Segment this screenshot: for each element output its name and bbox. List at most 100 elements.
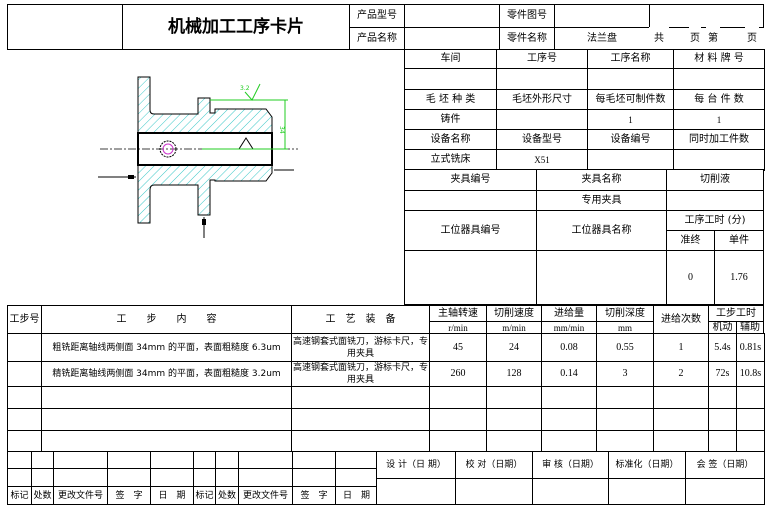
step-speed-cell[interactable] <box>486 408 542 431</box>
approval-signature-field[interactable] <box>685 478 765 505</box>
logo-cell[interactable] <box>7 4 123 50</box>
revision-cell[interactable] <box>238 468 293 487</box>
approval-signature-field[interactable] <box>455 478 533 505</box>
step-depth-cell[interactable]: 0.55 <box>596 333 654 362</box>
step-content-cell[interactable]: 粗铣距离轴线两侧面 34mm 的平面，表面粗糙度 6.3um <box>41 333 292 362</box>
step-passes-cell[interactable] <box>653 408 709 431</box>
step-spindle-cell[interactable]: 45 <box>429 333 487 362</box>
step-no-cell[interactable] <box>7 408 42 431</box>
step-spindle-cell[interactable] <box>429 408 487 431</box>
step-machine-cell[interactable] <box>708 408 737 431</box>
step-passes-cell[interactable] <box>653 430 709 453</box>
revision-cell[interactable] <box>31 468 54 487</box>
step-feed-cell[interactable] <box>541 386 597 409</box>
step-aux-cell[interactable] <box>736 386 765 409</box>
revision-cell[interactable] <box>53 468 108 487</box>
step-content-cell[interactable] <box>41 430 292 453</box>
step-aux-cell[interactable] <box>736 430 765 453</box>
step-machine-cell[interactable] <box>708 430 737 453</box>
revision-cell[interactable] <box>335 451 378 469</box>
material-value[interactable] <box>673 68 765 90</box>
step-passes-cell[interactable]: 1 <box>653 333 709 362</box>
step-speed-cell[interactable]: 128 <box>486 361 542 387</box>
coolant-value[interactable] <box>666 190 764 211</box>
step-machine-cell[interactable]: 72s <box>708 361 737 387</box>
revision-cell[interactable] <box>238 451 293 469</box>
revision-cell[interactable] <box>107 451 151 469</box>
op-no-value[interactable] <box>496 68 588 90</box>
step-speed-cell[interactable]: 24 <box>486 333 542 362</box>
step-passes-cell[interactable]: 2 <box>653 361 709 387</box>
approval-signature-field[interactable] <box>608 478 686 505</box>
simul-value[interactable] <box>673 149 765 171</box>
revision-cell[interactable] <box>31 451 54 469</box>
step-no-cell[interactable] <box>7 430 42 453</box>
revision-cell[interactable] <box>292 451 336 469</box>
part-drawing-no-value[interactable] <box>554 4 650 28</box>
step-feed-cell[interactable] <box>541 408 597 431</box>
workshop-value[interactable] <box>404 68 497 90</box>
step-speed-cell[interactable] <box>486 430 542 453</box>
fixture-name-value[interactable]: 专用夹具 <box>536 190 667 211</box>
step-speed-cell[interactable] <box>486 386 542 409</box>
revision-cell[interactable] <box>292 468 336 487</box>
step-no-cell[interactable] <box>7 386 42 409</box>
equip-name-value[interactable]: 立式铣床 <box>404 149 497 171</box>
step-feed-cell[interactable]: 0.08 <box>541 333 597 362</box>
revision-cell[interactable] <box>150 468 194 487</box>
prep-time-value[interactable]: 0 <box>666 250 715 305</box>
step-equipment-cell[interactable] <box>291 430 430 453</box>
station-name-value[interactable] <box>536 250 667 305</box>
step-equipment-cell[interactable]: 高速钢套式面铣刀，游标卡尺，专用夹具 <box>291 361 430 387</box>
revision-cell[interactable] <box>215 451 239 469</box>
step-depth-cell[interactable] <box>596 430 654 453</box>
op-name-value[interactable] <box>587 68 674 90</box>
step-spindle-cell[interactable] <box>429 430 487 453</box>
revision-cell[interactable] <box>7 451 32 469</box>
step-no-cell[interactable] <box>7 333 42 362</box>
step-content-cell[interactable] <box>41 408 292 431</box>
revision-cell[interactable] <box>335 468 378 487</box>
parts-per-blank-value[interactable]: 1 <box>587 109 674 130</box>
step-content-cell[interactable] <box>41 386 292 409</box>
step-aux-cell[interactable]: 10.8s <box>736 361 765 387</box>
product-model-value[interactable] <box>404 4 500 28</box>
step-machine-cell[interactable] <box>708 386 737 409</box>
unit-time-value[interactable]: 1.76 <box>714 250 764 305</box>
revision-cell[interactable] <box>150 451 194 469</box>
step-equipment-cell[interactable]: 高速钢套式面铣刀，游标卡尺，专用夹具 <box>291 333 430 362</box>
parts-per-unit-value[interactable]: 1 <box>673 109 765 130</box>
step-machine-cell[interactable]: 5.4s <box>708 333 737 362</box>
blank-type-value[interactable]: 铸件 <box>404 109 497 130</box>
step-passes-cell[interactable] <box>653 386 709 409</box>
revision-cell[interactable] <box>215 468 239 487</box>
revision-cell[interactable] <box>193 468 216 487</box>
step-spindle-cell[interactable] <box>429 386 487 409</box>
equip-no-value[interactable] <box>587 149 674 171</box>
fixture-no-value[interactable] <box>404 190 537 211</box>
header-blank <box>649 4 764 28</box>
revision-cell[interactable] <box>7 468 32 487</box>
step-equipment-cell[interactable] <box>291 408 430 431</box>
step-depth-cell[interactable] <box>596 386 654 409</box>
station-no-value[interactable] <box>404 250 537 305</box>
revision-cell[interactable] <box>193 451 216 469</box>
approval-signature-field[interactable] <box>532 478 609 505</box>
product-name-value[interactable] <box>404 27 500 50</box>
step-equipment-cell[interactable] <box>291 386 430 409</box>
step-aux-cell[interactable] <box>736 408 765 431</box>
step-feed-cell[interactable]: 0.14 <box>541 361 597 387</box>
step-feed-cell[interactable] <box>541 430 597 453</box>
step-spindle-cell[interactable]: 260 <box>429 361 487 387</box>
step-depth-cell[interactable] <box>596 408 654 431</box>
step-depth-cell[interactable]: 3 <box>596 361 654 387</box>
revision-cell[interactable] <box>53 451 108 469</box>
blank-size-value[interactable] <box>496 109 588 130</box>
revision-cell[interactable] <box>107 468 151 487</box>
part-name-value[interactable]: 法兰盘 <box>554 27 650 50</box>
step-aux-cell[interactable]: 0.81s <box>736 333 765 362</box>
equip-model-value[interactable]: X51 <box>496 149 588 171</box>
step-no-cell[interactable] <box>7 361 42 387</box>
approval-signature-field[interactable] <box>376 478 456 505</box>
step-content-cell[interactable]: 精铣距离轴线两侧面 34mm 的平面，表面粗糙度 3.2um <box>41 361 292 387</box>
